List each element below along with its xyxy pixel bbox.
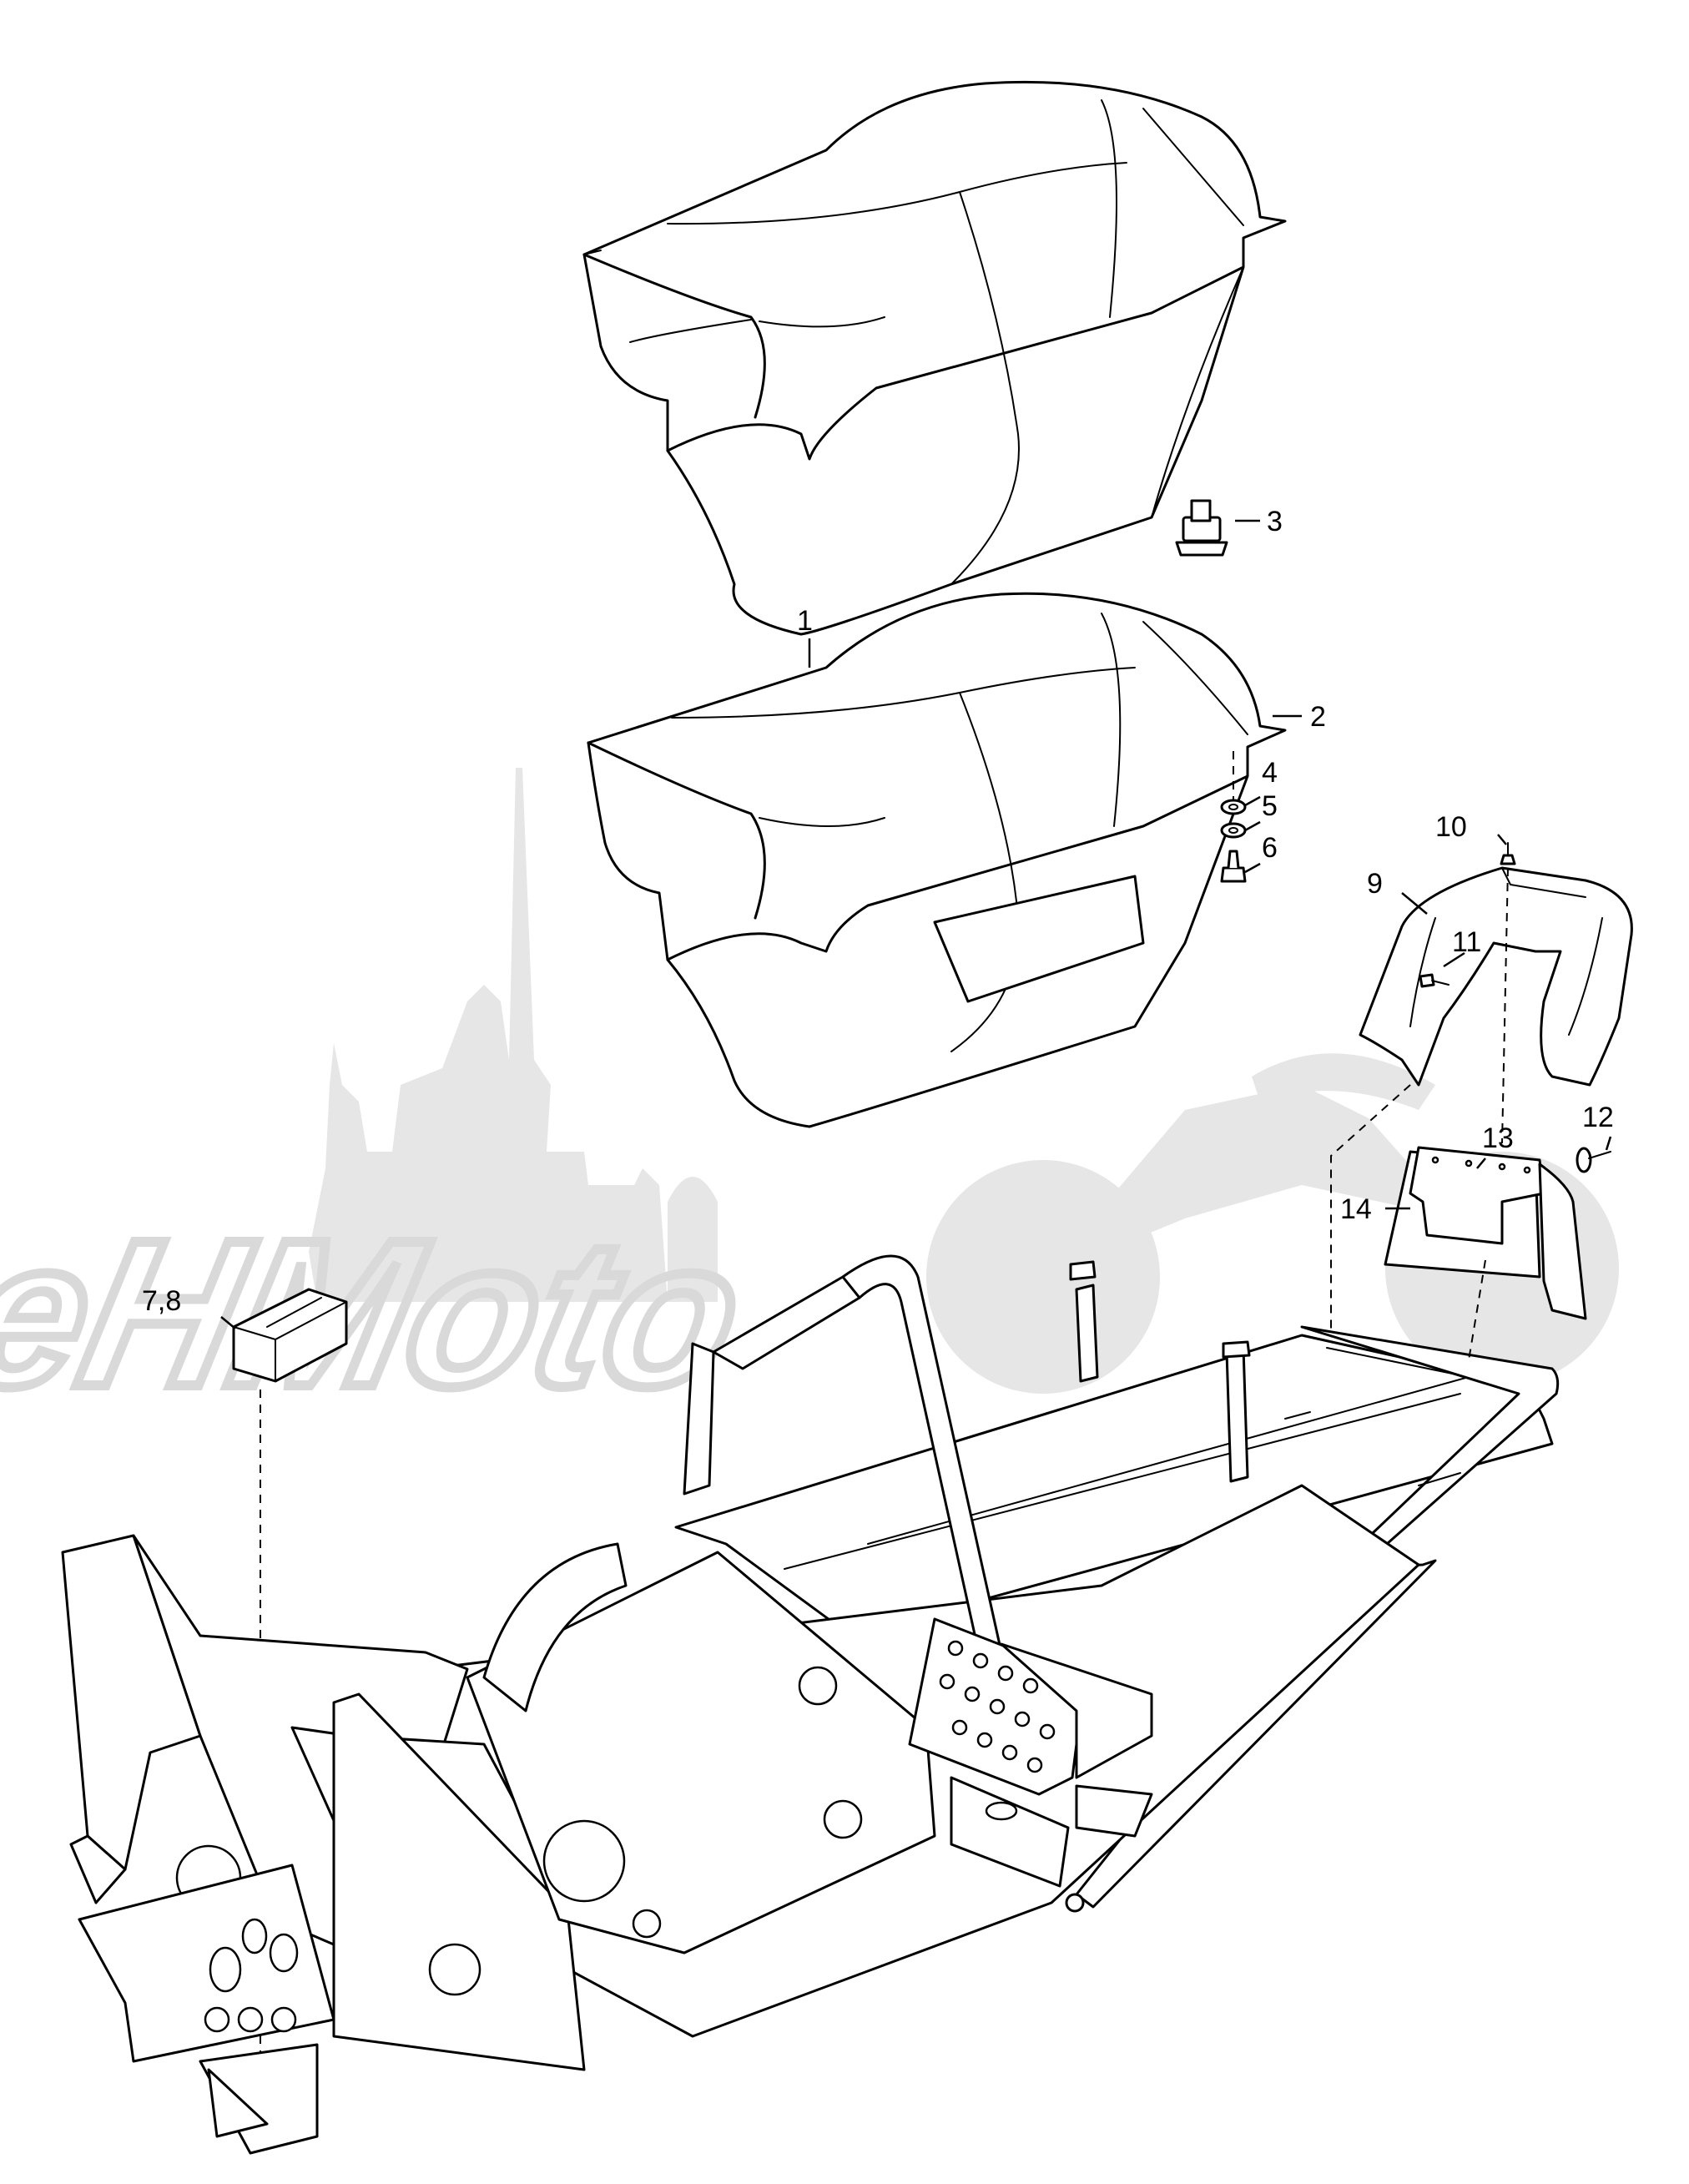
callout-4: 4	[1262, 757, 1278, 789]
callout-12: 12	[1582, 1102, 1614, 1133]
callout-6: 6	[1262, 832, 1278, 864]
part-11-screw	[1419, 973, 1450, 988]
callout-11: 11	[1452, 926, 1481, 958]
callout-5: 5	[1262, 790, 1278, 822]
alignment-dash-10-frame	[1501, 867, 1509, 1144]
alignment-dash-9-13	[1330, 1084, 1411, 1335]
part-10-screw	[1500, 842, 1516, 865]
alignment-dash-13-frame	[1468, 1259, 1486, 1361]
watermark-text: AeHMoto	[0, 1197, 761, 1430]
callout-1: 1	[797, 605, 813, 637]
watermark-bike-seat	[1252, 1053, 1435, 1110]
chassis-frame	[61, 1254, 1560, 2155]
watermark-dome	[668, 1177, 718, 1302]
part-12-rivet	[1576, 1147, 1611, 1173]
callout-leaders	[220, 519, 1612, 1329]
callout-2: 2	[1310, 701, 1326, 733]
part-1-seat	[587, 592, 1287, 1128]
part-3-clip	[1175, 499, 1228, 557]
watermark-spire	[309, 768, 668, 1302]
callout-13: 13	[1482, 1122, 1514, 1154]
watermark-bike-body	[1043, 1085, 1502, 1277]
callout-10: 10	[1435, 811, 1467, 843]
callout-9: 9	[1367, 868, 1383, 900]
callout-14: 14	[1340, 1193, 1372, 1225]
part-9-grab-frame	[1359, 866, 1633, 1087]
callout-7-8: 7,8	[142, 1285, 181, 1317]
callout-3: 3	[1267, 506, 1283, 537]
parts-4-5-6-fasteners	[1220, 751, 1247, 883]
callout-labels: 1 2 3 4 5 6 7,8 9 10 11 12 13 14	[142, 506, 1614, 1317]
seat-assembly-top	[582, 80, 1287, 636]
part-13-outer	[1538, 1163, 1587, 1320]
